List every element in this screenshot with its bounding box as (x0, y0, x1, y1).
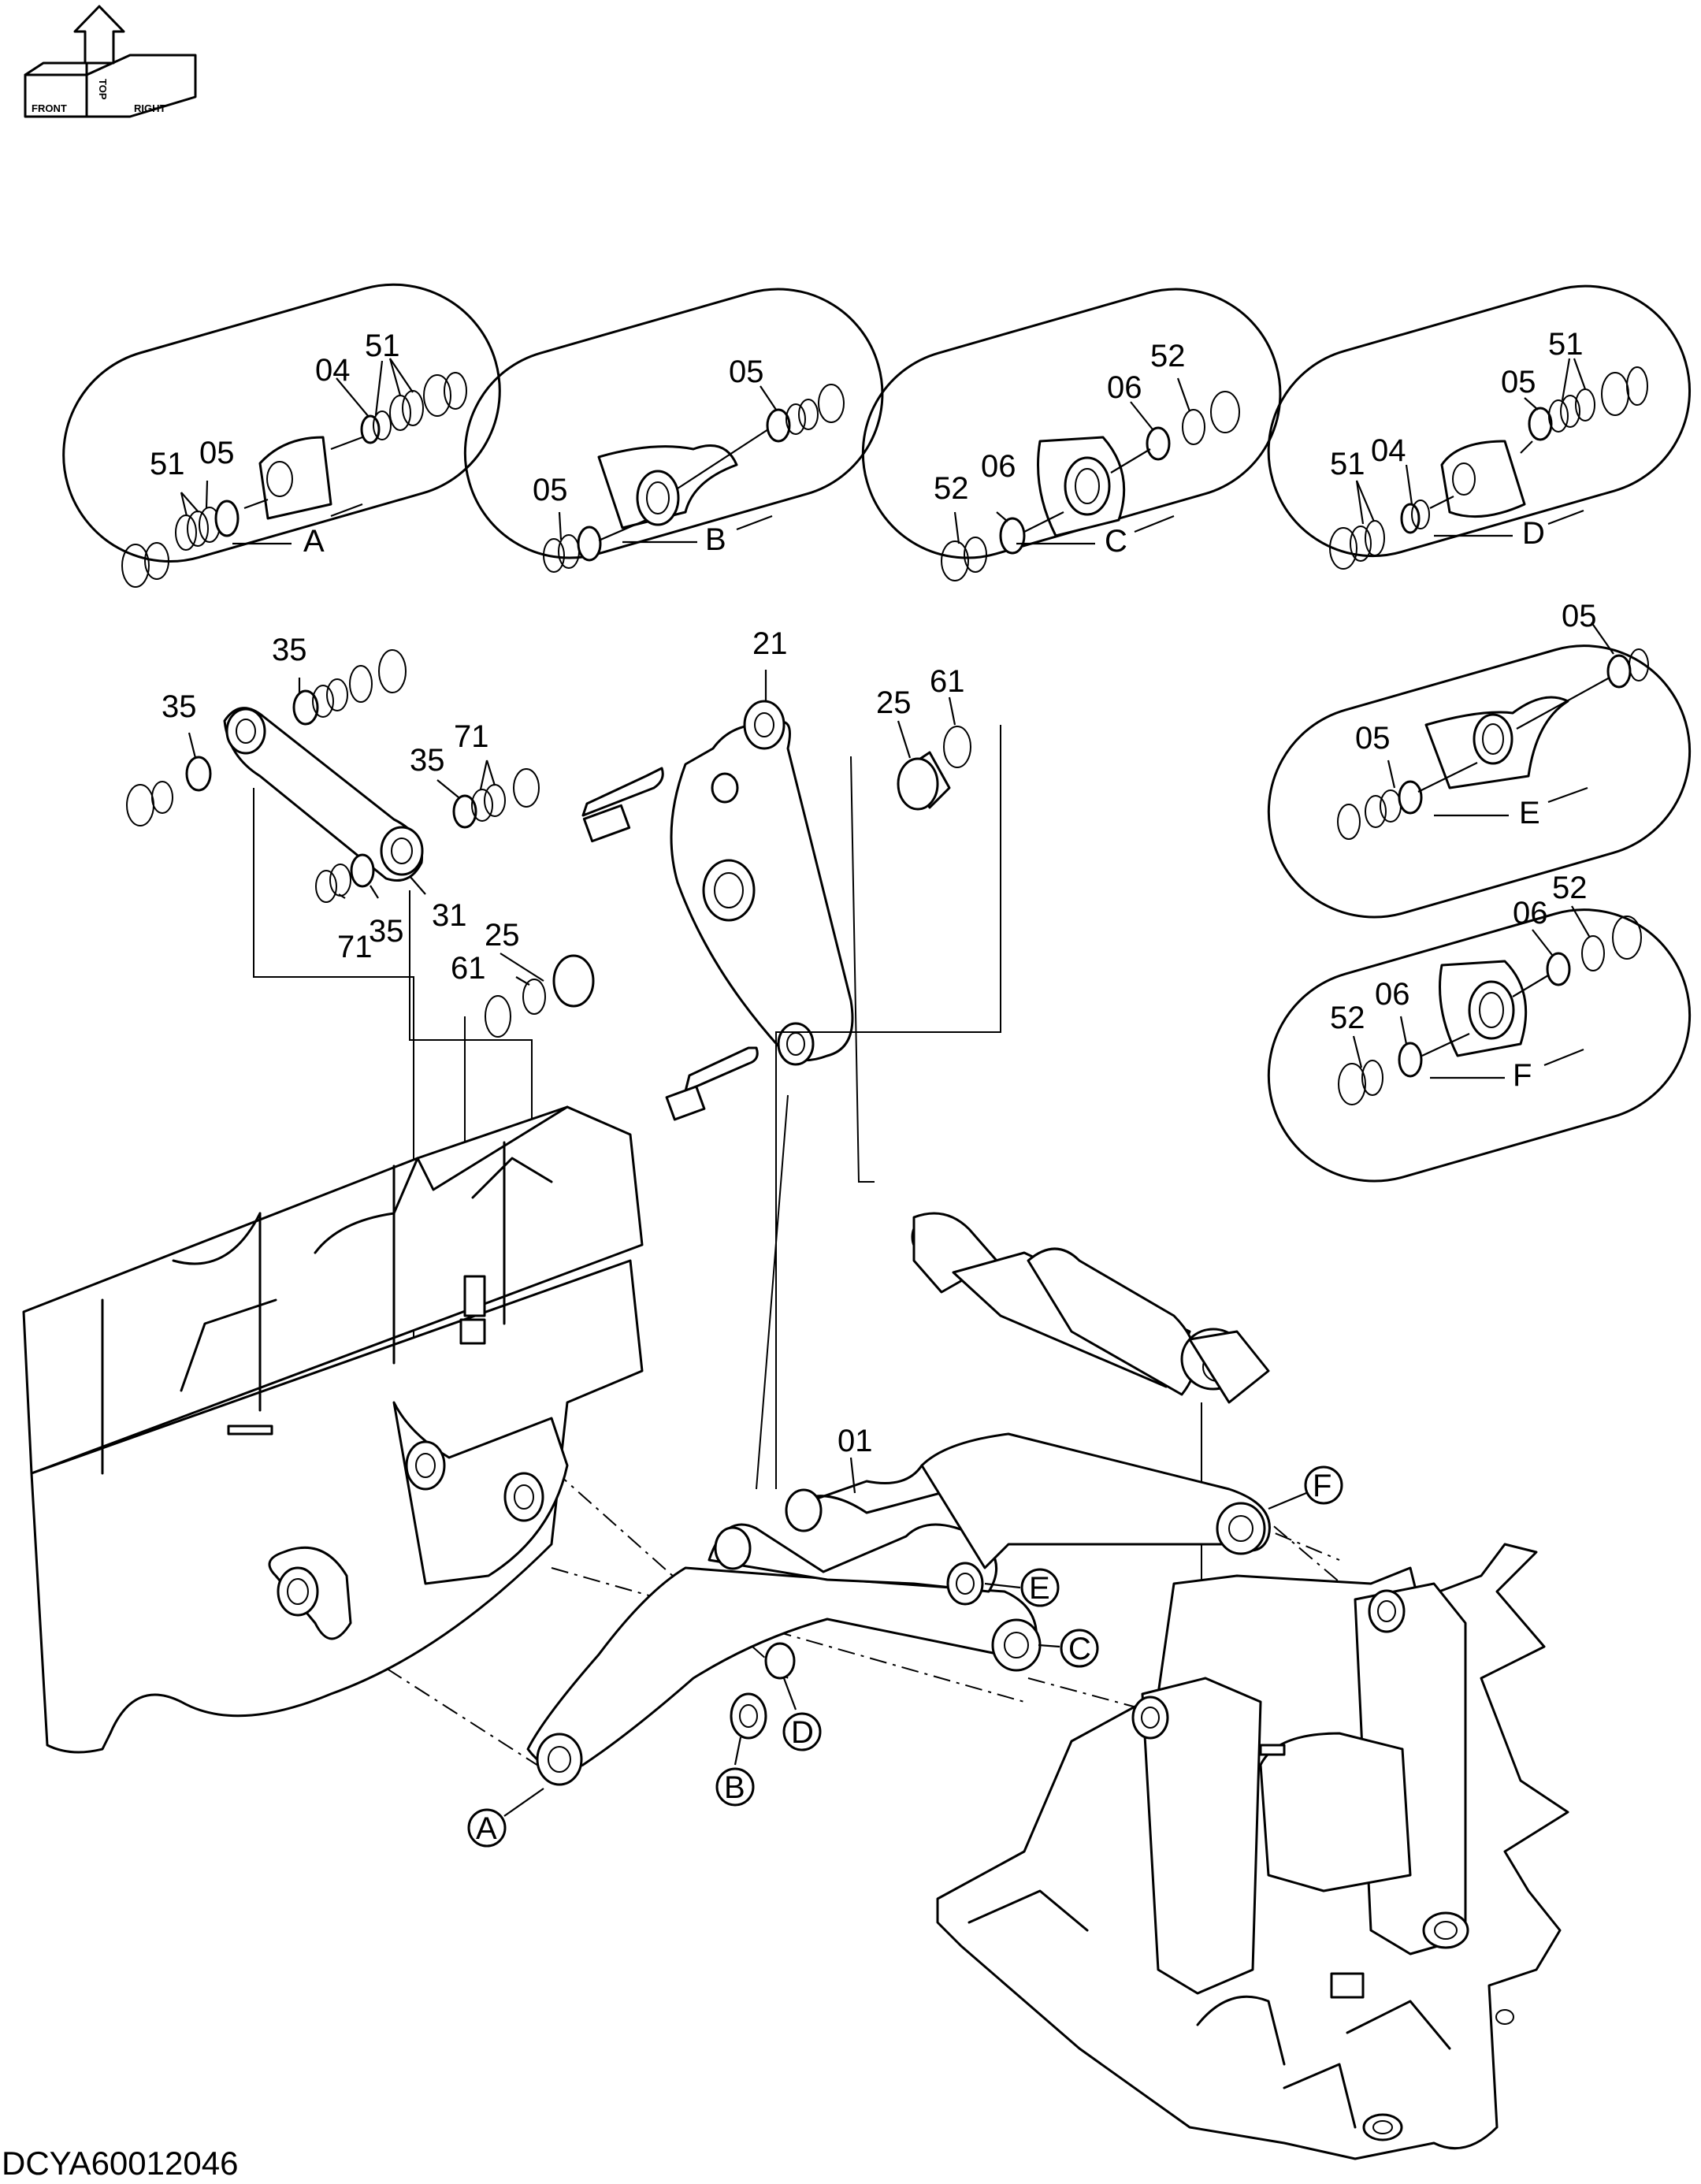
callout-f-52-left: 52 (1330, 1001, 1365, 1035)
detail-b: 05 05 B (463, 288, 884, 573)
callout-a-51-left: 51 (150, 447, 185, 481)
callout-b-05-left: 05 (533, 473, 568, 507)
detail-b-outline (463, 288, 884, 559)
callout-c-52-left: 52 (934, 471, 969, 506)
callout-21: 21 (752, 626, 788, 661)
detail-d-outline (1267, 284, 1692, 558)
tilt-cylinder (911, 1212, 1270, 1404)
pin-marker-e: E (1029, 1571, 1050, 1606)
callout-d-04: 04 (1371, 433, 1406, 468)
detail-a-label: A (303, 524, 325, 559)
detail-f: 52 06 06 52 F (1267, 871, 1692, 1183)
callout-35-top: 35 (272, 633, 307, 667)
callout-35-mid: 35 (410, 743, 445, 778)
pin-marker-d: D (791, 1715, 814, 1750)
callout-a-51-right: 51 (365, 329, 400, 363)
pin-markers: A B C D E F (467, 1465, 1343, 1848)
callout-35-left: 35 (162, 689, 197, 724)
callout-e-05-left: 05 (1355, 721, 1391, 756)
callout-25-lower: 25 (485, 918, 520, 953)
pin-marker-a: A (476, 1811, 497, 1846)
callout-25-upper: 25 (876, 685, 912, 720)
callout-61-lower: 61 (451, 951, 486, 986)
detail-e-label: E (1519, 796, 1540, 830)
pin-marker-b: B (724, 1770, 745, 1805)
bucket (22, 1105, 644, 1754)
detail-f-outline (1267, 908, 1692, 1183)
detail-f-label: F (1513, 1058, 1532, 1093)
detail-c-label: C (1105, 524, 1127, 559)
callout-a-04: 04 (315, 353, 351, 388)
callout-d-51-left: 51 (1330, 447, 1365, 481)
callout-31: 31 (432, 898, 467, 933)
drawing-code: DCYA60012046 (2, 2145, 238, 2182)
callout-a-05-left: 05 (199, 436, 235, 470)
tilt-link-assembly: 35 35 35 71 35 71 31 21 25 61 25 61 (126, 626, 971, 1121)
detail-a: 51 05 04 51 A (62, 283, 501, 588)
detail-c: 52 06 06 52 C (861, 288, 1282, 581)
callout-c-06-left: 06 (981, 449, 1016, 484)
orient-top-label: TOP (97, 79, 109, 100)
callout-c-06-right: 06 (1107, 370, 1142, 405)
detail-e-outline (1267, 644, 1692, 919)
detail-b-label: B (705, 522, 726, 557)
callout-f-06-right: 06 (1513, 896, 1548, 930)
callout-b-05-right: 05 (729, 355, 764, 389)
pin-marker-f: F (1313, 1469, 1331, 1503)
detail-d: 51 04 05 51 D (1267, 284, 1692, 570)
callout-35-lower: 35 (369, 914, 404, 949)
orient-right-label: RIGHT (134, 102, 166, 114)
callout-d-05: 05 (1501, 365, 1536, 399)
callout-61-upper: 61 (930, 664, 965, 699)
front-frame (936, 1543, 1569, 2160)
callout-71-lower: 71 (337, 930, 373, 964)
bell-crank (670, 720, 854, 1062)
detail-a-outline (62, 283, 501, 563)
orient-front-label: FRONT (32, 102, 67, 114)
boom: 01 (526, 1424, 1271, 1786)
callout-f-06-left: 06 (1375, 977, 1410, 1012)
detail-e: 05 05 E (1267, 599, 1692, 919)
callout-e-05-right: 05 (1562, 599, 1597, 633)
callout-c-52-right: 52 (1150, 339, 1186, 373)
orientation-indicator: FRONT TOP RIGHT (24, 5, 197, 118)
callout-d-51-right: 51 (1548, 327, 1584, 362)
callout-01: 01 (838, 1424, 873, 1458)
detail-c-outline (861, 288, 1282, 559)
pin-marker-c: C (1068, 1632, 1091, 1666)
callout-71-upper: 71 (454, 719, 489, 754)
detail-d-label: D (1522, 516, 1545, 551)
callout-f-52-right: 52 (1552, 871, 1588, 905)
